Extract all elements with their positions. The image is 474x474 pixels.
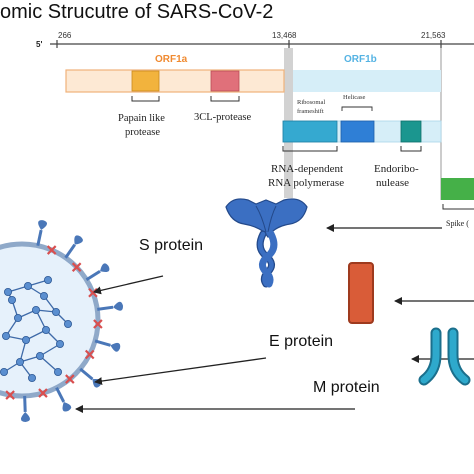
rna-strand [39, 355, 59, 373]
helicase-label: Helicase [343, 94, 365, 101]
rna-nucleocapsid [15, 357, 24, 366]
rdrp-bracket [282, 146, 338, 152]
endo-bracket [400, 146, 422, 152]
virus-spike-head [62, 401, 72, 412]
orf1a-label: ORF1a [155, 54, 188, 65]
virus-spike-head [113, 301, 124, 311]
rna-nucleocapsid [52, 307, 61, 316]
e-protein-to-virus-arrow [94, 357, 267, 385]
endoribonuclease-domain [400, 120, 422, 143]
position-21563: 21,563 [421, 31, 446, 40]
genome-ruler: 5' 266 13,468 21,563 [36, 31, 474, 49]
rna-nucleocapsid [42, 325, 51, 334]
rna-nucleocapsid [32, 305, 41, 314]
rna-nucleocapsid [56, 339, 65, 348]
s-protein-to-virus-arrow [93, 275, 164, 295]
virus-spike-head [74, 235, 83, 245]
virus-spike [97, 305, 114, 311]
virus-rna-genome [0, 275, 73, 382]
endo-label-line1: Endoribo- [374, 163, 419, 175]
endo-label-line2: nulease [376, 177, 409, 189]
virus-membrane-protein [71, 262, 82, 272]
virus-membrane-protein [65, 374, 75, 384]
five-prime-label: 5' [36, 40, 42, 49]
virus-spike-head [110, 342, 121, 352]
spike-label: Spike ( [446, 219, 469, 228]
rna-nucleocapsid [21, 335, 30, 344]
virus-spike [23, 395, 27, 412]
papain-protease-domain [131, 70, 160, 92]
diagram-title: omic Strucutre of SARS-CoV-2 [0, 1, 273, 23]
rna-nucleocapsid [23, 281, 32, 290]
virus-spike-head [100, 263, 110, 272]
spike-bracket [442, 204, 474, 210]
cl-protease-bracket [210, 96, 240, 102]
virus-spike-head [20, 411, 30, 422]
virus-membrane-protein [93, 319, 103, 329]
cl-protease-domain [210, 70, 240, 92]
rdrp-label-line1: RNA-dependent [271, 163, 343, 175]
helicase-bracket [341, 106, 373, 111]
s-protein-icon [225, 198, 308, 288]
rna-nucleocapsid [0, 367, 8, 376]
virus-spike [64, 243, 76, 259]
papain-label-line1: Papain like [118, 113, 165, 124]
e-protein-icon [348, 262, 374, 324]
virus-membrane-protein [38, 388, 48, 398]
ribosomal-label-line1: Ribosomal [297, 99, 325, 106]
orf1a-gene: ORF1a Papain like protease 3CL-protease [65, 54, 285, 138]
virus-envelope [0, 241, 101, 399]
ribosomal-label-line2: frameshift [297, 108, 324, 115]
virus-spike-head [38, 220, 48, 231]
orf1b-upper-bar [293, 70, 441, 92]
rna-nucleocapsid [64, 319, 73, 328]
virus-spike [79, 367, 94, 381]
position-13468: 13,468 [272, 31, 297, 40]
virus-membrane-protein [84, 349, 95, 360]
virus-spike [85, 269, 101, 281]
rna-nucleocapsid [27, 373, 36, 382]
rna-nucleocapsid [54, 367, 63, 376]
rna-nucleocapsid [36, 351, 45, 360]
rna-nucleocapsid [40, 291, 49, 300]
papain-label-line2: protease [125, 127, 160, 138]
cl-protease-label: 3CL-protease [194, 112, 251, 123]
m-protein-icon [418, 327, 471, 386]
rna-nucleocapsid [7, 295, 16, 304]
orf1b-gene: ORF1b Ribosomal frameshift Helicase RNA-… [268, 54, 442, 189]
e-protein-label: E protein [269, 333, 333, 350]
virus-spike-head [92, 378, 102, 388]
position-266: 266 [58, 31, 72, 40]
rdrp-domain [282, 120, 338, 143]
s-protein-label: S protein [139, 237, 203, 254]
virus-spike [94, 339, 111, 347]
virus-particle [0, 220, 124, 422]
helicase-domain [340, 120, 375, 143]
spike-gene-bar [441, 178, 474, 200]
rna-nucleocapsid [2, 331, 10, 340]
orf1b-label: ORF1b [344, 54, 377, 65]
m-protein-label: M protein [313, 379, 380, 396]
orf1a-bar [65, 69, 285, 93]
rna-nucleocapsid [44, 275, 53, 284]
rna-nucleocapsid [4, 287, 12, 296]
spike-gene: Spike ( [441, 178, 474, 228]
virus-spike [55, 387, 66, 403]
rdrp-label-line2: RNA polymerase [268, 177, 344, 189]
virus-membrane-protein [5, 390, 15, 400]
virus-spike [36, 229, 43, 246]
virus-membrane-protein [46, 245, 57, 255]
rna-nucleocapsid [13, 313, 22, 322]
papain-bracket [131, 96, 160, 102]
